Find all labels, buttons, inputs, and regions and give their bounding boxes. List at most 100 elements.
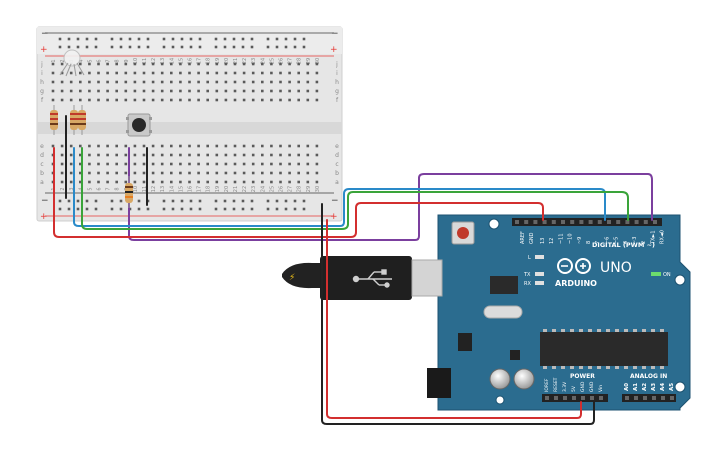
breadboard-hole[interactable] (142, 80, 146, 84)
breadboard-hole[interactable] (151, 89, 155, 93)
breadboard-hole[interactable] (189, 207, 193, 211)
breadboard-hole[interactable] (85, 45, 89, 49)
breadboard-hole[interactable] (110, 37, 114, 41)
breadboard-hole[interactable] (232, 207, 236, 211)
breadboard-hole[interactable] (189, 199, 193, 203)
breadboard-hole[interactable] (51, 62, 55, 66)
breadboard-hole[interactable] (162, 45, 166, 49)
breadboard-hole[interactable] (160, 162, 164, 166)
breadboard-hole[interactable] (233, 62, 237, 66)
breadboard-hole[interactable] (110, 45, 114, 49)
breadboard-hole[interactable] (160, 98, 164, 102)
breadboard-hole[interactable] (233, 180, 237, 184)
breadboard-hole[interactable] (124, 171, 128, 175)
breadboard-hole[interactable] (85, 37, 89, 41)
breadboard-hole[interactable] (79, 80, 82, 84)
breadboard-hole[interactable] (224, 153, 228, 157)
breadboard-hole[interactable] (297, 171, 300, 175)
breadboard-hole[interactable] (88, 153, 91, 157)
breadboard-hole[interactable] (106, 71, 109, 75)
header-pin-hole[interactable] (643, 220, 648, 224)
breadboard-hole[interactable] (133, 162, 137, 166)
breadboard-hole[interactable] (179, 171, 182, 175)
breadboard-hole[interactable] (284, 37, 288, 41)
header-pin-hole[interactable] (561, 220, 565, 224)
header-pin-hole[interactable] (554, 396, 558, 400)
breadboard-hole[interactable] (241, 37, 245, 41)
breadboard-hole[interactable] (88, 71, 91, 75)
header-pin-hole[interactable] (625, 396, 629, 400)
breadboard-hole[interactable] (58, 199, 62, 203)
breadboard-hole[interactable] (179, 62, 182, 66)
breadboard-hole[interactable] (133, 71, 137, 75)
breadboard-hole[interactable] (223, 207, 227, 211)
breadboard-hole[interactable] (124, 98, 128, 102)
breadboard-hole[interactable] (106, 180, 109, 184)
breadboard-hole[interactable] (188, 98, 191, 102)
breadboard-hole[interactable] (160, 89, 164, 93)
header-pin-hole[interactable] (533, 220, 538, 224)
breadboard-hole[interactable] (297, 62, 300, 66)
breadboard-hole[interactable] (79, 171, 82, 175)
breadboard-hole[interactable] (106, 171, 109, 175)
breadboard-hole[interactable] (251, 171, 255, 175)
breadboard-hole[interactable] (88, 162, 91, 166)
breadboard-hole[interactable] (137, 207, 141, 211)
breadboard-hole[interactable] (224, 180, 228, 184)
breadboard-hole[interactable] (51, 80, 55, 84)
header-pin-hole[interactable] (643, 396, 647, 400)
pushbutton[interactable] (126, 113, 152, 137)
breadboard-hole[interactable] (115, 89, 118, 93)
breadboard-hole[interactable] (151, 98, 155, 102)
breadboard-hole[interactable] (51, 89, 55, 93)
breadboard-hole[interactable] (162, 37, 166, 41)
breadboard-hole[interactable] (198, 207, 202, 211)
breadboard-hole[interactable] (279, 62, 282, 66)
breadboard-hole[interactable] (133, 98, 137, 102)
breadboard-hole[interactable] (146, 37, 150, 41)
breadboard-hole[interactable] (197, 89, 200, 93)
breadboard-hole[interactable] (288, 180, 291, 184)
breadboard-hole[interactable] (160, 153, 164, 157)
breadboard-hole[interactable] (97, 62, 100, 66)
breadboard-hole[interactable] (79, 144, 82, 148)
breadboard-hole[interactable] (188, 171, 191, 175)
header-pin-hole[interactable] (579, 220, 584, 224)
breadboard-hole[interactable] (179, 80, 182, 84)
breadboard-hole[interactable] (224, 71, 228, 75)
breadboard-hole[interactable] (297, 162, 300, 166)
breadboard-hole[interactable] (251, 89, 255, 93)
breadboard-hole[interactable] (214, 45, 218, 49)
breadboard-hole[interactable] (223, 45, 227, 49)
breadboard-hole[interactable] (151, 162, 155, 166)
breadboard-hole[interactable] (306, 153, 310, 157)
breadboard-hole[interactable] (188, 180, 191, 184)
breadboard-hole[interactable] (306, 98, 310, 102)
breadboard-hole[interactable] (242, 180, 246, 184)
breadboard-hole[interactable] (297, 89, 300, 93)
breadboard-hole[interactable] (242, 62, 246, 66)
breadboard-hole[interactable] (215, 98, 219, 102)
breadboard-hole[interactable] (223, 37, 227, 41)
breadboard-hole[interactable] (206, 171, 209, 175)
breadboard-hole[interactable] (160, 62, 164, 66)
breadboard-hole[interactable] (242, 144, 246, 148)
breadboard-hole[interactable] (119, 199, 123, 203)
breadboard-hole[interactable] (197, 144, 200, 148)
dc-power-jack[interactable] (427, 368, 451, 398)
header-pin-hole[interactable] (607, 220, 611, 224)
breadboard-hole[interactable] (94, 207, 98, 211)
breadboard-hole[interactable] (170, 144, 173, 148)
breadboard-hole[interactable] (76, 199, 80, 203)
breadboard-hole[interactable] (302, 199, 306, 203)
header-pin-hole[interactable] (634, 396, 638, 400)
breadboard-hole[interactable] (270, 89, 273, 93)
breadboard-hole[interactable] (69, 171, 73, 175)
breadboard-hole[interactable] (270, 144, 273, 148)
breadboard-hole[interactable] (124, 180, 128, 184)
breadboard-hole[interactable] (206, 80, 209, 84)
breadboard-hole[interactable] (79, 153, 82, 157)
breadboard-hole[interactable] (261, 80, 264, 84)
breadboard-hole[interactable] (261, 71, 264, 75)
breadboard-hole[interactable] (275, 45, 279, 49)
